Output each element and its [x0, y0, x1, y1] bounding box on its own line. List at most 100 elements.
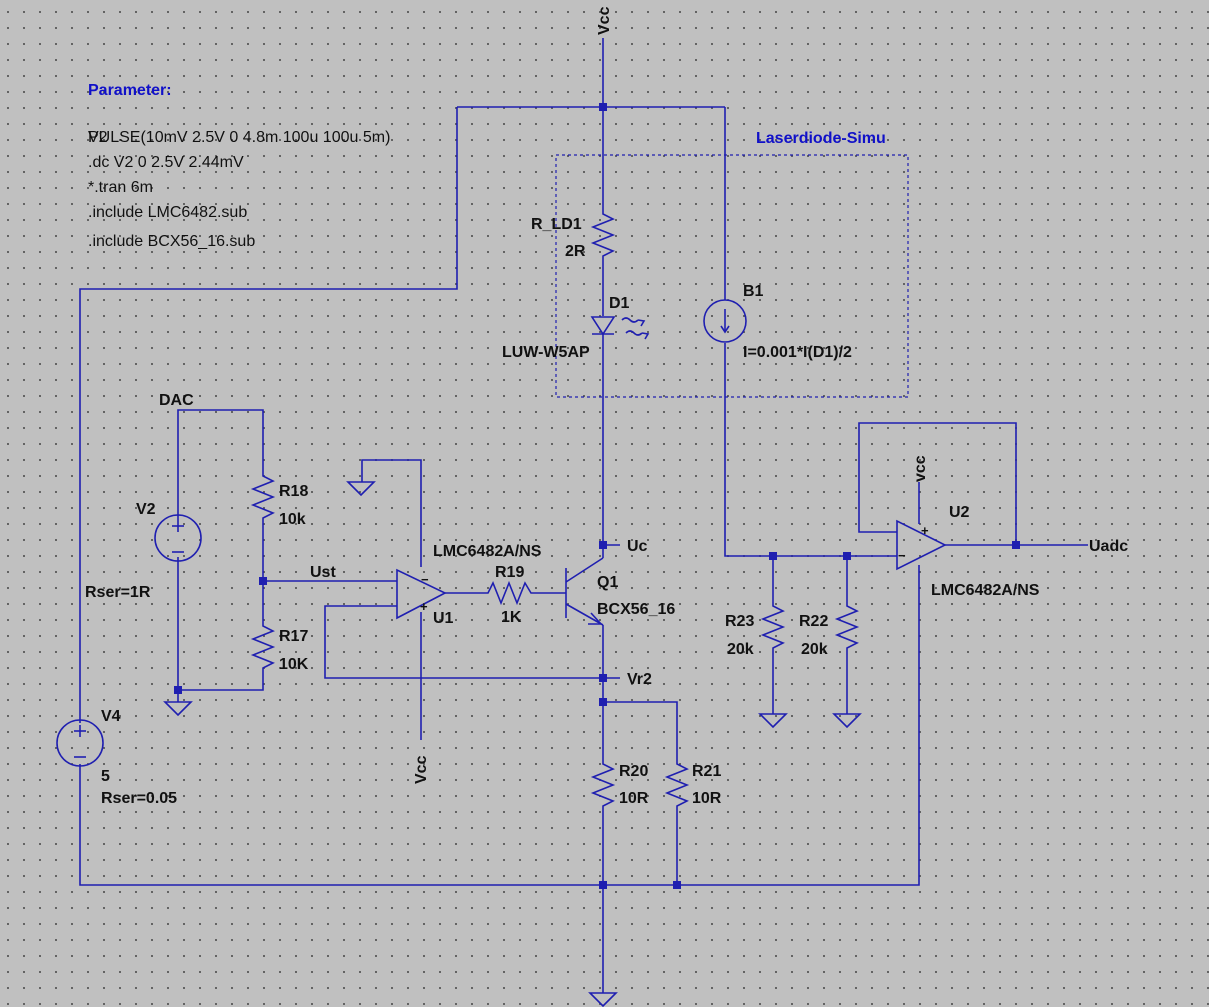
- resistor-r20[interactable]: [590, 760, 616, 810]
- ground-icon: [758, 713, 788, 729]
- voltage-source-v2[interactable]: [154, 514, 202, 562]
- resistor-r21[interactable]: [664, 760, 690, 810]
- wires: [79, 38, 1088, 993]
- r20-value: 10R: [619, 790, 649, 807]
- u1-minus-pin: −: [421, 572, 429, 587]
- junction: [599, 674, 607, 682]
- voltage-source-v4[interactable]: [56, 719, 104, 767]
- r19-value: 1K: [501, 609, 522, 626]
- opamp-triangle: [896, 519, 947, 571]
- junction: [673, 881, 681, 889]
- v2-rser: Rser=1R: [85, 584, 151, 601]
- opamp-u1[interactable]: [396, 568, 447, 620]
- r20-name: R20: [619, 763, 648, 780]
- u1-model: LMC6482A/NS: [433, 543, 542, 560]
- ground-icon: [163, 701, 193, 717]
- ground-icon: [588, 992, 618, 1007]
- u2-name: U2: [949, 504, 970, 521]
- r18-name: R18: [279, 483, 308, 500]
- u2-plus-pin: +: [921, 523, 929, 538]
- r18-value: 10k: [279, 511, 306, 528]
- source-circle: [56, 719, 104, 767]
- wire-b1-to-u2: [724, 343, 897, 557]
- net-label-vcc-u1: Vcc: [413, 755, 430, 784]
- resistor-r18[interactable]: [250, 472, 276, 528]
- resistor-r17[interactable]: [250, 622, 276, 675]
- r-ld1-name: R_LD1: [531, 216, 582, 233]
- v4-rser: Rser=0.05: [101, 790, 177, 807]
- wire-vcc-to-v4: [79, 107, 458, 723]
- wire-r21: [603, 701, 678, 760]
- directive-dc: .dc V2 0 2.5V 2.44mV: [88, 154, 244, 171]
- arrow-head: [720, 325, 730, 334]
- q1-model: BCX56_16: [597, 601, 675, 618]
- wire-u1-vplus: [361, 459, 422, 567]
- r-ld1-value: 2R: [565, 243, 586, 260]
- laserdiode-simu-box: [555, 154, 909, 398]
- directive-include-lmc: .include LMC6482.sub: [88, 204, 247, 221]
- r21-name: R21: [692, 763, 721, 780]
- wire-dac: [177, 409, 264, 520]
- r17-name: R17: [279, 628, 308, 645]
- junctions: [174, 103, 1020, 889]
- parameter-comment: Parameter:: [88, 82, 172, 99]
- directive-tran: *.tran 6m: [88, 179, 153, 196]
- r21-value: 10R: [692, 790, 722, 807]
- transistor-collector: [565, 557, 604, 583]
- u2-minus-pin: −: [898, 548, 906, 563]
- junction: [599, 881, 607, 889]
- v4-value: 5: [101, 768, 110, 785]
- directive-pulse: PULSE(10mV 2.5V 0 4.8m 100u 100u 5m): [88, 129, 390, 146]
- junction: [599, 103, 607, 111]
- junction: [843, 552, 851, 560]
- r22-value: 20k: [801, 641, 828, 658]
- net-label-vr2: Vr2: [627, 671, 652, 688]
- b1-value: I=0.001*I(D1)/2: [743, 344, 852, 361]
- ground-icon: [832, 713, 862, 729]
- d1-name: D1: [609, 295, 630, 312]
- junction: [1012, 541, 1020, 549]
- v4-name: V4: [101, 708, 121, 725]
- wire-v4-bottom: [79, 565, 920, 886]
- r22-name: R22: [799, 613, 828, 630]
- v2-name: V2: [136, 501, 156, 518]
- wire-r17-to-gnd: [177, 557, 264, 691]
- light-emission-icon: [621, 317, 650, 340]
- resistor-r-ld1[interactable]: [590, 210, 616, 260]
- net-label-dac: DAC: [159, 392, 194, 409]
- net-label-uc: Uc: [627, 538, 648, 555]
- transistor-q1[interactable]: [565, 557, 604, 626]
- net-label-vcc-u2: vcc: [912, 455, 929, 482]
- b1-name: B1: [743, 283, 764, 300]
- diode-triangle: [590, 316, 616, 336]
- ground-icon: [346, 481, 376, 497]
- transistor-emitter: [565, 603, 604, 626]
- resistor-r19[interactable]: [483, 580, 539, 606]
- junction: [259, 577, 267, 585]
- r17-value: 10K: [279, 656, 309, 673]
- u1-plus-pin: +: [420, 599, 428, 614]
- wire-u1-feedback: [324, 605, 603, 679]
- junction: [599, 698, 607, 706]
- resistor-r22[interactable]: [834, 602, 860, 655]
- emitter-arrow: [588, 612, 603, 625]
- resistor-r23[interactable]: [760, 602, 786, 655]
- d1-value: LUW-W5AP: [502, 344, 590, 361]
- diode-d1[interactable]: [590, 316, 650, 340]
- net-label-vcc-top: Vcc: [596, 6, 613, 35]
- q1-name: Q1: [597, 574, 618, 591]
- junction: [599, 541, 607, 549]
- net-label-ust: Ust: [310, 564, 336, 581]
- u2-model: LMC6482A/NS: [931, 582, 1040, 599]
- current-source-b1[interactable]: [703, 299, 747, 343]
- source-circle: [154, 514, 202, 562]
- u1-name: U1: [433, 610, 454, 627]
- junction: [769, 552, 777, 560]
- wire-u2-feedback: [858, 422, 1017, 545]
- directive-v2-overlap: V2: [88, 129, 108, 146]
- directive-include-bcx: .include BCX56_16.sub: [88, 233, 255, 250]
- opamp-u2[interactable]: [896, 519, 947, 571]
- r23-value: 20k: [727, 641, 754, 658]
- source-circle: [703, 299, 747, 343]
